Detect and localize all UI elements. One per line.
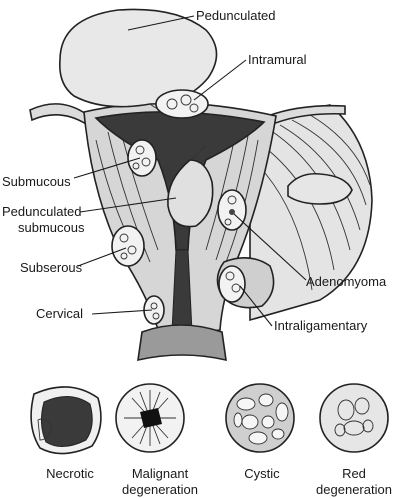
caption-cystic: Cystic (244, 466, 280, 481)
label-cervical: Cervical (36, 306, 83, 321)
subserous-fibroid (111, 225, 145, 267)
pedunculated-fibroid (58, 8, 218, 108)
cervical-canal (171, 249, 193, 333)
label-intramural: Intramural (248, 52, 307, 67)
label-pedunculated-submucous-2: submucous (18, 220, 85, 235)
submucous-fibroid (127, 139, 157, 177)
caption-red-1: Red (342, 466, 366, 481)
leader-lines (73, 15, 307, 327)
vaginal-vault (137, 324, 227, 362)
degeneration-cystic (225, 383, 295, 453)
label-pedunculated-submucous-1: Pedunculated (2, 204, 82, 219)
caption-red-2: degeneration (316, 482, 392, 497)
label-adenomyoma: Adenomyoma (306, 274, 387, 289)
left-fallopian-tube (29, 103, 87, 126)
adenomyoma-lesion (217, 189, 247, 231)
intraligamentary-fibroid (216, 257, 275, 309)
label-submucous: Submucous (2, 174, 71, 189)
uterus-illustration (29, 8, 373, 362)
caption-malignant-1: Malignant (132, 466, 189, 481)
intramural-fibroid (155, 89, 209, 119)
label-intraligamentary: Intraligamentary (274, 318, 368, 333)
label-subserous: Subserous (20, 260, 83, 275)
right-fallopian-tube (267, 104, 346, 128)
degeneration-red (319, 383, 389, 453)
caption-malignant-2: degeneration (122, 482, 198, 497)
pedunculated-submucous-fibroid (167, 145, 214, 228)
right-ovary (287, 172, 353, 205)
degeneration-necrotic (30, 386, 102, 455)
degeneration-malignant (115, 383, 185, 453)
label-pedunculated: Pedunculated (196, 8, 276, 23)
caption-necrotic: Necrotic (46, 466, 94, 481)
